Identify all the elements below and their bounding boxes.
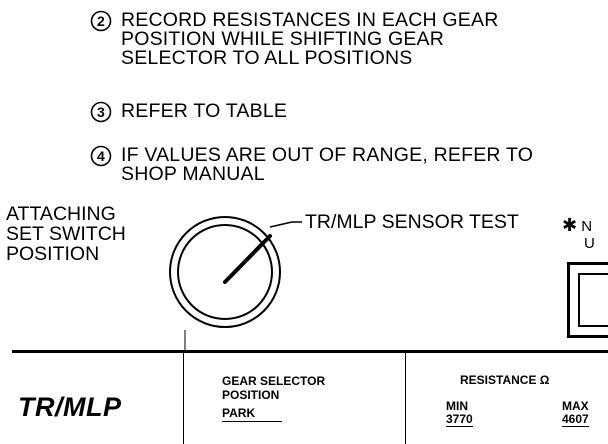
min-value: 3770 — [446, 412, 473, 427]
instruction-step-4: 4 IF VALUES ARE OUT OF RANGE, REFER TO S… — [90, 144, 534, 185]
connector-frame — [567, 262, 608, 338]
svg-text:3: 3 — [97, 104, 105, 120]
gear-position-value: PARK — [222, 406, 282, 422]
side-note: ✱ N U — [562, 215, 595, 252]
circled-number-icon: 4 — [90, 145, 112, 167]
resistance-header: RESISTANCE Ω — [460, 373, 550, 387]
svg-text:4: 4 — [97, 148, 105, 164]
gear-header-line-2: POSITION — [222, 388, 280, 402]
step-2-line-2: POSITION WHILE SHIFTING GEAR — [121, 28, 445, 50]
table-divider — [405, 352, 406, 444]
attaching-line-3: POSITION — [6, 243, 100, 265]
gear-header-line-1: GEAR SELECTOR — [222, 374, 326, 388]
step-2-line-1: RECORD RESISTANCES IN EACH GEAR — [121, 9, 499, 31]
max-column: MAX 4607 — [562, 400, 589, 427]
instruction-step-2: 2 RECORD RESISTANCES IN EACH GEAR POSITI… — [90, 9, 499, 69]
min-column: MIN 3770 — [446, 400, 473, 427]
sensor-test-label: TR/MLP SENSOR TEST — [305, 211, 519, 233]
gear-selector-cell: GEAR SELECTOR POSITION PARK — [222, 374, 325, 422]
instruction-step-3: 3 REFER TO TABLE — [90, 100, 288, 123]
min-label: MIN — [446, 399, 468, 413]
attaching-position-label: ATTACHING SET SWITCH POSITION — [6, 204, 126, 264]
attaching-line-1: ATTACHING — [6, 203, 116, 225]
step-4-line-2: SHOP MANUAL — [121, 163, 265, 185]
note-line-1: N — [581, 218, 593, 235]
table-top-rule — [12, 350, 608, 353]
circled-number-icon: 2 — [90, 10, 112, 32]
step-2-line-3: SELECTOR TO ALL POSITIONS — [121, 47, 413, 69]
connector-frame-inner — [578, 273, 608, 327]
max-label: MAX — [562, 399, 589, 413]
attaching-line-2: SET SWITCH — [6, 223, 126, 245]
star-icon: ✱ — [562, 215, 578, 235]
step-3-line-1: REFER TO TABLE — [121, 100, 288, 122]
component-label: TR/MLP — [18, 392, 122, 422]
table-divider — [183, 352, 184, 444]
max-value: 4607 — [562, 412, 589, 427]
svg-text:2: 2 — [97, 13, 105, 29]
step-4-line-1: IF VALUES ARE OUT OF RANGE, REFER TO — [121, 144, 534, 166]
circled-number-icon: 3 — [90, 101, 112, 123]
note-line-2: U — [584, 235, 595, 252]
